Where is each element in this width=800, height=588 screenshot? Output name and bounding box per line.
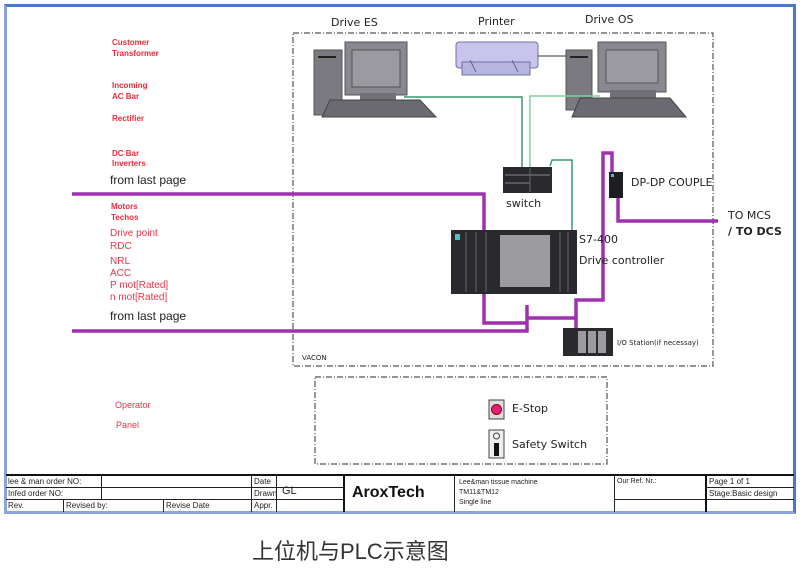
label-drive-os: Drive OS: [585, 13, 634, 26]
tb-appr: Appr.: [254, 501, 273, 510]
label-n-mot: n mot[Rated]: [110, 292, 168, 303]
label-customer: Customer: [112, 38, 150, 47]
label-io-station: I/O Station(if necessay): [617, 339, 699, 347]
tb-project-line3: Single line: [459, 499, 492, 506]
label-printer: Printer: [478, 15, 515, 28]
label-vacon: VACON: [302, 354, 327, 362]
s7-400-controller-icon: [451, 230, 577, 294]
ethernet-links: [404, 55, 600, 232]
label-incoming: Incoming: [112, 81, 148, 90]
label-drive-controller: Drive controller: [579, 254, 665, 267]
company-name: AroxTech: [352, 484, 425, 501]
tb-drawn-value: GL: [282, 485, 297, 497]
safety-switch-icon: [488, 429, 505, 459]
tb-rev: Rev.: [8, 501, 24, 510]
switch-icon: [503, 167, 552, 193]
label-switch: switch: [506, 197, 542, 210]
drive-es-computer-icon: [313, 41, 438, 118]
label-rectifier: Rectifier: [112, 114, 145, 123]
label-p-mot: P mot[Rated]: [110, 280, 169, 291]
figure-caption: 上位机与PLC示意图: [252, 539, 449, 564]
label-from-last-page-2: from last page: [110, 309, 187, 323]
operator-panel-boundary: [314, 376, 608, 465]
tb-drawn: Drawn: [254, 489, 278, 498]
label-to-mcs: TO MCS: [728, 209, 772, 222]
tb-our-ref: Our Ref. Nr.:: [617, 478, 657, 485]
label-from-last-page-1: from last page: [110, 173, 187, 187]
tb-page: Page 1 of 1: [709, 477, 750, 486]
label-rdc: RDC: [110, 241, 132, 252]
label-drive-point: Drive point: [110, 228, 158, 239]
label-motors: Motors: [111, 202, 138, 211]
title-block: lee & man order NO: Infed order NO: Rev.…: [6, 474, 794, 512]
label-ac-bar: AC Bar: [112, 92, 140, 101]
label-acc: ACC: [110, 268, 132, 279]
label-s7-400: S7-400: [579, 233, 618, 246]
vacon-cabinet-boundary: [292, 32, 714, 367]
label-panel: Panel: [116, 420, 140, 430]
label-safety-switch: Safety Switch: [512, 438, 588, 451]
drive-os-computer-icon: [565, 41, 688, 118]
label-to-dcs: / TO DCS: [728, 225, 782, 238]
profibus-links: [72, 151, 718, 333]
label-operator: Operator: [115, 400, 151, 410]
tb-stage: Stage:Basic design: [709, 489, 778, 498]
tb-revised-by: Revised by:: [66, 501, 108, 510]
label-drive-es: Drive ES: [331, 16, 378, 29]
printer-icon: [455, 41, 539, 76]
label-techos: Techos: [111, 213, 139, 222]
tb-project-line2: TM11&TM12: [459, 489, 499, 496]
tb-project-line1: Lee&man tissue machine: [459, 479, 538, 486]
label-inverters: Inverters: [112, 159, 146, 168]
tb-infed-order-no: Infed order NO:: [8, 489, 64, 498]
label-dp-couple: DP-DP COUPLE: [631, 176, 713, 189]
estop-icon: [488, 399, 505, 420]
tb-revise-date: Revise Date: [166, 501, 210, 510]
drawing-frame: [4, 4, 796, 514]
label-estop: E-Stop: [512, 402, 548, 415]
io-station-icon: [563, 328, 613, 356]
label-dc-bar: DC Bar: [112, 149, 140, 158]
tb-order-no: lee & man order NO:: [8, 477, 82, 486]
tb-date: Date: [254, 477, 271, 486]
dp-coupler-icon: [609, 172, 623, 198]
label-transformer: Transformer: [112, 49, 159, 58]
label-nrl: NRL: [110, 256, 131, 267]
